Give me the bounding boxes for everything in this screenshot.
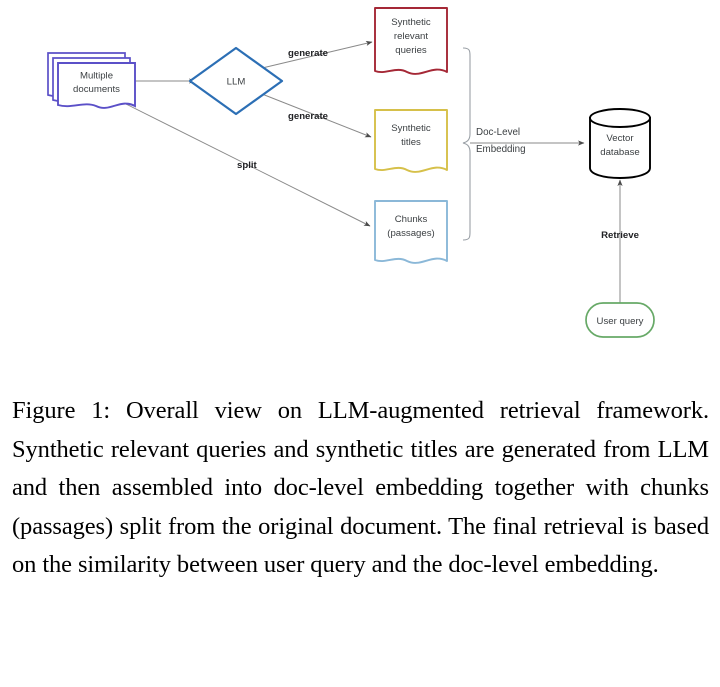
user-query-label: User query: [597, 316, 644, 327]
node-user-query[interactable]: User query: [585, 302, 655, 338]
node-vector-database[interactable]: Vector database: [589, 108, 651, 179]
synthetic-queries-label-line2: relevant: [394, 31, 428, 42]
vector-database-label-line1: Vector: [606, 133, 634, 144]
edge-label-generate-titles: generate: [288, 111, 328, 122]
document-stack-front-sheet: [57, 62, 136, 109]
edge-label-generate-queries: generate: [288, 48, 328, 59]
grouping-bracket: [462, 47, 471, 241]
edge-documents-to-chunks: split: [125, 103, 371, 227]
chunks-label-line1: Chunks: [395, 214, 428, 225]
figure-caption: Figure 1: Overall view on LLM-augmented …: [12, 397, 709, 578]
llm-label: LLM: [227, 77, 246, 88]
diagram-canvas: generate generate split Doc-Level Embedd…: [47, 7, 655, 338]
chunks-document-shape: [374, 200, 448, 264]
node-synthetic-titles[interactable]: Synthetic titles: [374, 109, 448, 173]
multiple-documents-label-line1: Multiple: [80, 71, 113, 82]
edge-label-retrieve: Retrieve: [601, 230, 639, 241]
node-chunks-passages[interactable]: Chunks (passages): [374, 200, 448, 264]
synthetic-queries-document-shape: [374, 7, 448, 75]
synthetic-titles-label-line1: Synthetic: [391, 123, 431, 134]
vector-database-label-line2: database: [600, 147, 639, 158]
edge-llm-to-synthetic-queries: generate: [257, 40, 373, 70]
node-multiple-documents[interactable]: Multiple documents: [47, 52, 136, 109]
edge-label-embedding: Embedding: [476, 144, 526, 155]
edge-label-split: split: [237, 160, 258, 171]
synthetic-queries-label-line3: queries: [395, 45, 427, 56]
user-query-rounded-rect: [585, 302, 655, 338]
node-llm[interactable]: LLM: [188, 46, 284, 116]
chunks-label-line2: (passages): [387, 228, 434, 239]
vector-database-cylinder-top: [589, 108, 651, 128]
synthetic-titles-document-shape: [374, 109, 448, 173]
edge-embedding-to-vector-database: Doc-Level Embedding: [470, 127, 585, 155]
synthetic-titles-label-line2: titles: [401, 137, 421, 148]
synthetic-queries-label-line1: Synthetic: [391, 17, 431, 28]
flowchart-svg: generate generate split Doc-Level Embedd…: [47, 7, 655, 338]
llm-diamond-shape: [188, 46, 284, 116]
edge-label-doc-level: Doc-Level: [476, 127, 520, 138]
node-synthetic-relevant-queries[interactable]: Synthetic relevant queries: [374, 7, 448, 75]
multiple-documents-label-line2: documents: [73, 84, 120, 95]
edge-user-query-to-vector-database: Retrieve: [601, 179, 639, 303]
edge-llm-to-synthetic-titles: generate: [261, 93, 372, 138]
vector-database-cylinder-body: [589, 117, 651, 179]
